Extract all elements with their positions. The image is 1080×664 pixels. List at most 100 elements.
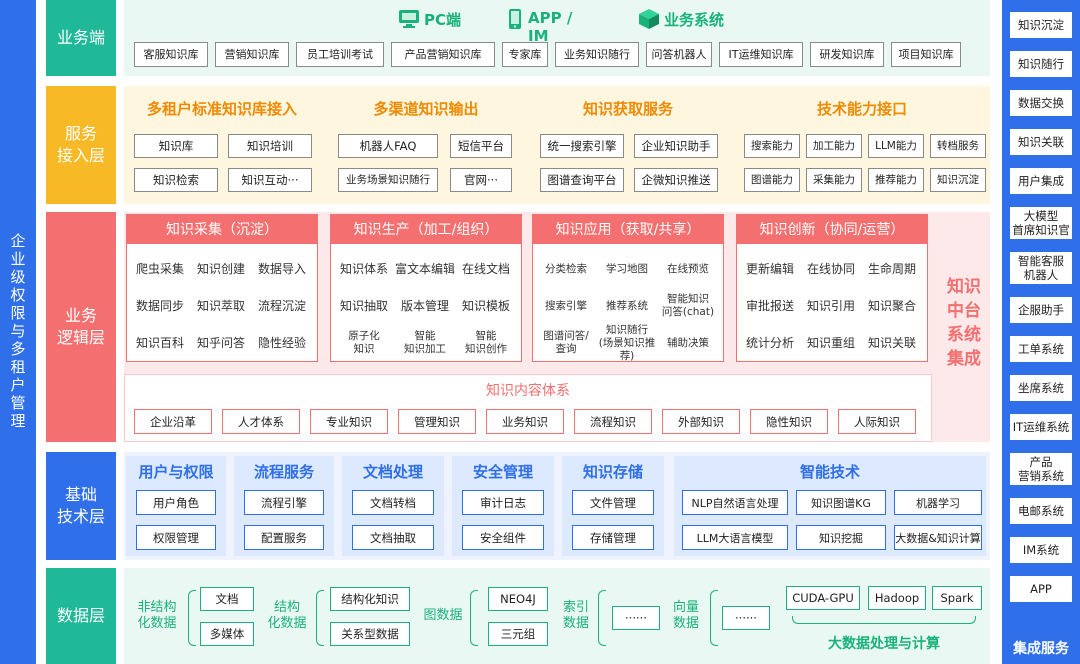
content-item[interactable]: 企业沿革 [134, 409, 212, 434]
logic-item[interactable]: 统计分析 [745, 335, 794, 350]
base-item[interactable]: 安全组件 [462, 525, 544, 550]
logic-item[interactable]: 知识萃取 [196, 298, 245, 313]
service-item[interactable]: 知识检索 [134, 168, 218, 192]
logic-item[interactable]: 数据导入 [257, 261, 306, 276]
business-item[interactable]: 产品营销知识库 [391, 42, 495, 67]
base-item[interactable]: 文件管理 [572, 490, 654, 515]
logic-item[interactable]: 智能知识 问答(chat) [661, 293, 715, 318]
integration-item[interactable]: IT运维系统 [1010, 414, 1072, 440]
logic-item[interactable]: 知识抽取 [339, 298, 388, 313]
service-item[interactable]: 官网··· [450, 168, 512, 192]
logic-item[interactable]: 知乎问答 [196, 335, 245, 350]
logic-item[interactable]: 分类检索 [545, 262, 587, 275]
logic-item[interactable]: 知识随行 (场景知识推荐) [598, 323, 656, 362]
content-item[interactable]: 流程知识 [574, 409, 652, 434]
integration-item[interactable]: 知识随行 [1010, 51, 1072, 77]
business-item[interactable]: 业务知识随行 [555, 42, 639, 67]
logic-item[interactable]: 隐性经验 [257, 335, 306, 350]
service-item[interactable]: 推荐能力 [868, 168, 924, 192]
logic-item[interactable]: 版本管理 [400, 298, 449, 313]
business-item[interactable]: 研发知识库 [810, 42, 884, 67]
logic-item[interactable]: 审批报送 [745, 298, 794, 313]
service-item[interactable]: 知识库 [134, 134, 218, 158]
base-item[interactable]: 文档抽取 [352, 525, 434, 550]
service-item[interactable]: 搜索能力 [744, 134, 800, 158]
logic-item[interactable]: 知识引用 [806, 298, 855, 313]
base-item[interactable]: NLP自然语言处理 [682, 490, 788, 515]
content-item[interactable]: 专业知识 [310, 409, 388, 434]
integration-item[interactable]: 知识关联 [1010, 129, 1072, 155]
content-item[interactable]: 人际知识 [838, 409, 916, 434]
logic-item[interactable]: 在线预览 [667, 262, 709, 275]
business-item[interactable]: 项目知识库 [891, 42, 961, 67]
content-item[interactable]: 业务知识 [486, 409, 564, 434]
integration-item[interactable]: 智能客服 机器人 [1010, 252, 1072, 284]
service-item[interactable]: 知识培训 [228, 134, 312, 158]
integration-item[interactable]: 电邮系统 [1010, 498, 1072, 524]
logic-item[interactable]: 知识聚合 [867, 298, 916, 313]
integration-item[interactable]: 企服助手 [1010, 297, 1072, 323]
logic-item[interactable]: 更新编辑 [745, 261, 794, 276]
business-item[interactable]: 专家库 [502, 42, 548, 67]
service-item[interactable]: 图谱查询平台 [540, 168, 624, 192]
integration-item[interactable]: 数据交换 [1010, 90, 1072, 116]
logic-item[interactable]: 学习地图 [606, 262, 648, 275]
content-item[interactable]: 隐性知识 [750, 409, 828, 434]
base-item[interactable]: 知识图谱KG [796, 490, 886, 515]
service-item[interactable]: 采集能力 [806, 168, 862, 192]
logic-item[interactable]: 知识体系 [339, 261, 388, 276]
logic-item[interactable]: 智能 知识创作 [465, 330, 507, 355]
business-item[interactable]: 问答机器人 [646, 42, 712, 67]
logic-item[interactable]: 推荐系统 [606, 299, 648, 312]
logic-item[interactable]: 智能 知识加工 [404, 330, 446, 355]
logic-item[interactable]: 富文本编辑 [395, 261, 456, 276]
content-item[interactable]: 外部知识 [662, 409, 740, 434]
logic-item[interactable]: 图谱问答/ 查询 [543, 330, 589, 355]
base-item[interactable]: 用户角色 [136, 490, 216, 515]
base-item[interactable]: 大数据&知识计算 [894, 525, 982, 550]
logic-item[interactable]: 数据同步 [135, 298, 184, 313]
business-item[interactable]: IT运维知识库 [719, 42, 803, 67]
integration-item[interactable]: 大模型 首席知识官 [1010, 207, 1072, 239]
base-item[interactable]: 知识挖掘 [796, 525, 886, 550]
business-item[interactable]: 客服知识库 [134, 42, 208, 67]
service-item[interactable]: 知识沉淀 [930, 168, 986, 192]
integration-item[interactable]: 用户集成 [1010, 168, 1072, 194]
service-item[interactable]: 转档服务 [930, 134, 986, 158]
integration-item[interactable]: 知识沉淀 [1010, 12, 1072, 38]
content-item[interactable]: 管理知识 [398, 409, 476, 434]
base-item[interactable]: 流程引擎 [244, 490, 324, 515]
service-item[interactable]: 统一搜索引擎 [540, 134, 624, 158]
service-item[interactable]: 短信平台 [450, 134, 512, 158]
logic-item[interactable]: 在线文档 [461, 261, 510, 276]
integration-item[interactable]: APP [1010, 576, 1072, 602]
logic-item[interactable]: 原子化 知识 [348, 330, 380, 355]
base-item[interactable]: LLM大语言模型 [682, 525, 788, 550]
base-item[interactable]: 存储管理 [572, 525, 654, 550]
business-item[interactable]: 员工培训考试 [296, 42, 384, 67]
logic-item[interactable]: 流程沉淀 [257, 298, 306, 313]
logic-item[interactable]: 知识创建 [196, 261, 245, 276]
integration-item[interactable]: 产品 营销系统 [1010, 453, 1072, 485]
logic-item[interactable]: 知识百科 [135, 335, 184, 350]
logic-item[interactable]: 在线协同 [806, 261, 855, 276]
base-item[interactable]: 权限管理 [136, 525, 216, 550]
integration-item[interactable]: 坐席系统 [1010, 375, 1072, 401]
service-item[interactable]: 机器人FAQ [338, 134, 438, 158]
service-item[interactable]: LLM能力 [868, 134, 924, 158]
service-item[interactable]: 知识互动··· [228, 168, 312, 192]
service-item[interactable]: 企业知识助手 [634, 134, 718, 158]
base-item[interactable]: 机器学习 [894, 490, 982, 515]
logic-item[interactable]: 知识重组 [806, 335, 855, 350]
integration-item[interactable]: 工单系统 [1010, 336, 1072, 362]
service-item[interactable]: 业务场景知识随行 [338, 168, 438, 192]
logic-item[interactable]: 知识模板 [461, 298, 510, 313]
service-item[interactable]: 企微知识推送 [634, 168, 718, 192]
logic-item[interactable]: 生命周期 [867, 261, 916, 276]
logic-item[interactable]: 爬虫采集 [135, 261, 184, 276]
base-item[interactable]: 文档转档 [352, 490, 434, 515]
base-item[interactable]: 配置服务 [244, 525, 324, 550]
content-item[interactable]: 人才体系 [222, 409, 300, 434]
logic-item[interactable]: 辅助决策 [667, 336, 709, 349]
logic-item[interactable]: 搜索引擎 [545, 299, 587, 312]
